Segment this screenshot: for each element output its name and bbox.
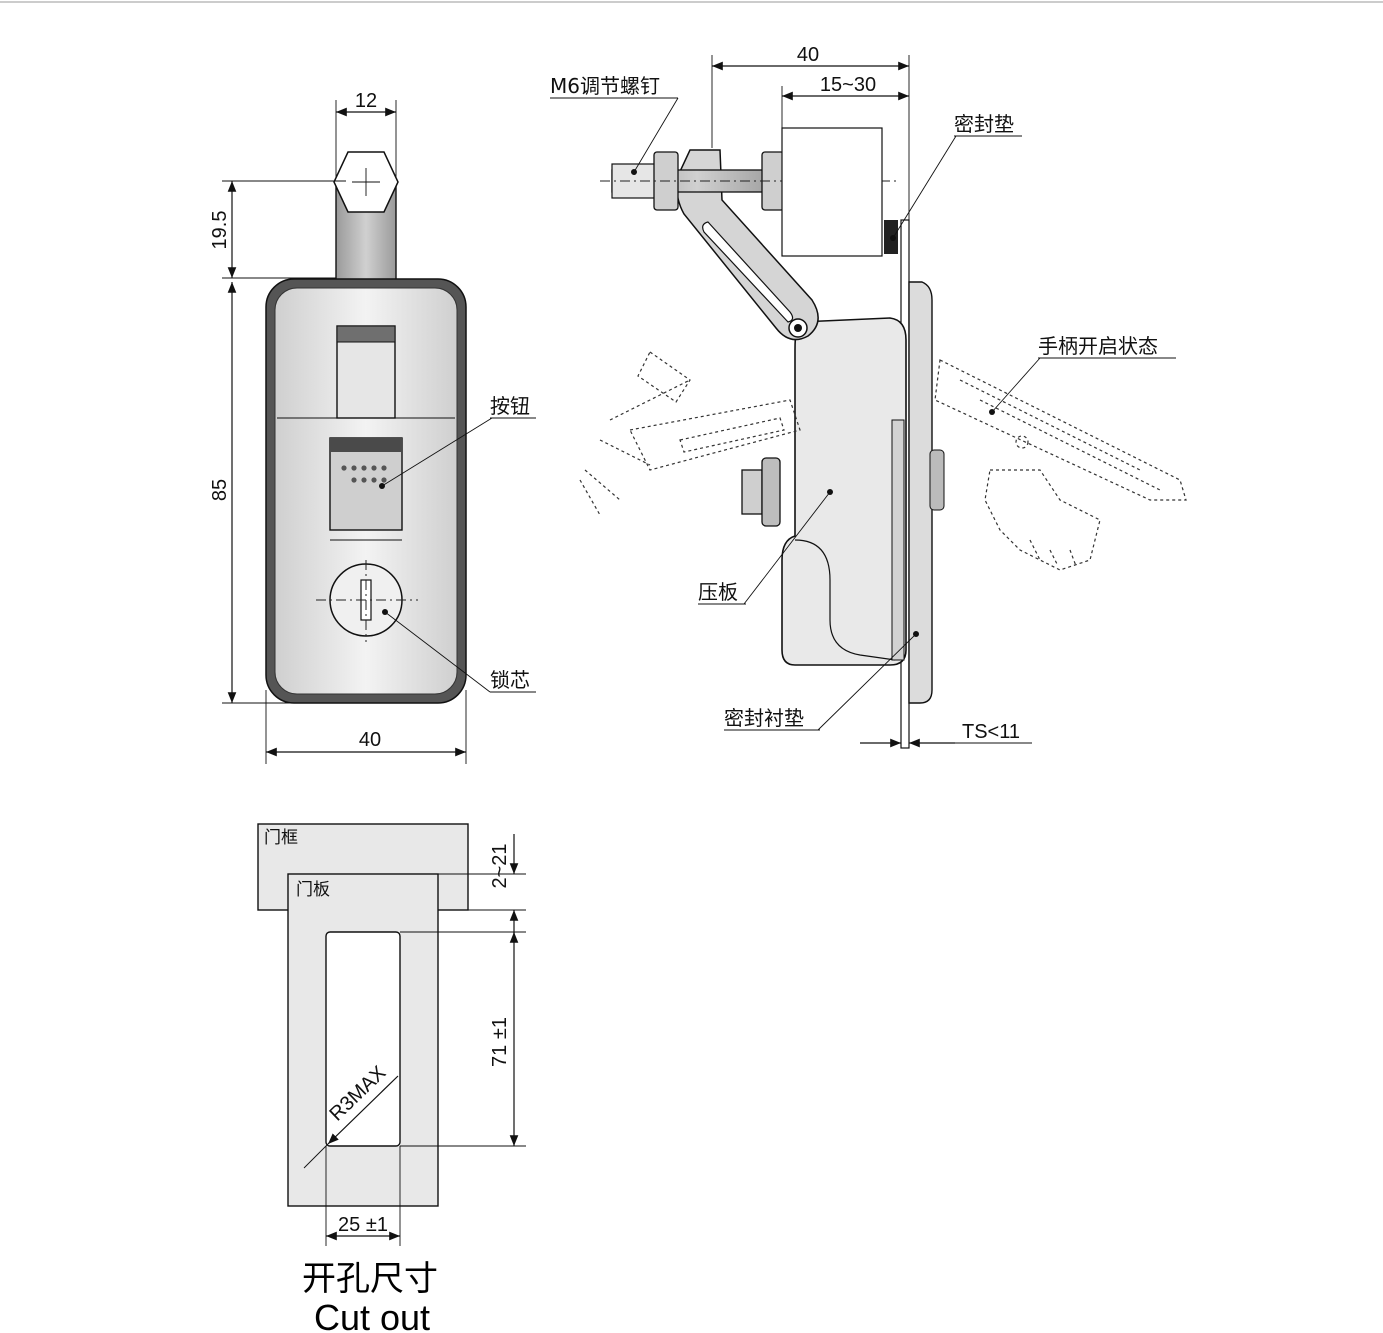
side-flange (908, 281, 933, 704)
side-bolt-head (741, 469, 763, 515)
dim-side-total: 40 (797, 44, 819, 66)
dim-adjust-range: 15~30 (820, 74, 876, 96)
front-view: 12 19.5 85 40 按钮 锁芯 (209, 90, 536, 764)
clamp-block (781, 127, 883, 257)
dim-top-width: 12 (355, 90, 377, 112)
label-handle-open: 手柄开启状态 (1038, 334, 1158, 358)
label-seal-liner: 密封衬垫 (724, 706, 804, 730)
label-press-plate: 压板 (698, 580, 738, 604)
label-door-panel: 门板 (296, 880, 330, 900)
dim-cutout-width: 25 ±1 (338, 1214, 388, 1236)
handle-ghost-left (579, 351, 801, 516)
side-body (781, 317, 907, 666)
handle-ghost-right (934, 359, 1187, 571)
label-lock-core: 锁芯 (490, 668, 530, 692)
caption-cutout-en: Cut out (314, 1297, 430, 1333)
caption-cutout-cn: 开孔尺寸 (302, 1259, 438, 1299)
side-view: 40 15~30 M6调节螺钉 密封垫 手柄开启状态 压板 密封衬垫 (550, 44, 1187, 749)
dim-stem-height: 19.5 (209, 211, 231, 250)
label-seal-pad: 密封垫 (954, 112, 1014, 136)
dim-cutout-height: 71 ±1 (489, 1017, 511, 1067)
dim-gap: 2~21 (489, 843, 511, 888)
label-button: 按钮 (490, 394, 530, 418)
button-dots (341, 465, 387, 483)
dim-thickness: TS<11 (962, 721, 1020, 743)
cutout-view: 门框 门板 2~21 71 ±1 25 ±1 R3MAX 开孔尺寸 Cut ou… (257, 823, 526, 1333)
dim-body-width: 40 (359, 729, 381, 751)
label-door-frame: 门框 (264, 828, 298, 848)
dim-body-height: 85 (209, 479, 231, 501)
push-button (329, 437, 403, 531)
label-screw: M6调节螺钉 (550, 74, 660, 98)
